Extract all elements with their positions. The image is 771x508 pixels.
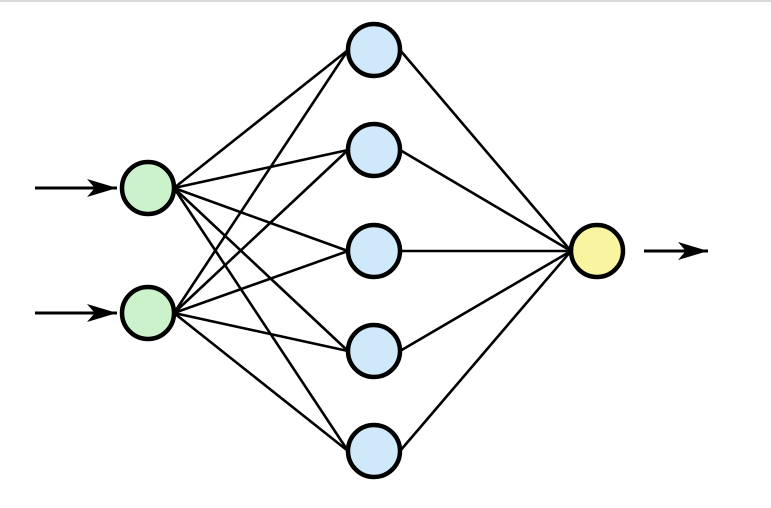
input-node-2 [119,284,177,342]
arrows-group [35,179,708,322]
hidden-node-4 [345,322,403,380]
nodes-group [119,21,626,480]
edge-i1-h4 [172,186,350,353]
hidden-node-2 [345,121,403,179]
edge-i1-h5 [172,186,350,453]
edge-i2-h3 [172,249,350,315]
edge-h1-o1 [398,48,573,253]
edge-i1-h1 [172,48,350,190]
hidden-node-1 [345,21,403,79]
output-node-1 [568,222,626,280]
edge-i1-h2 [172,148,350,190]
edge-h4-o1 [398,249,573,353]
edge-i2-h2 [172,148,350,315]
edge-h2-o1 [398,148,573,253]
edge-i1-h3 [172,186,350,253]
edge-h5-o1 [398,249,573,453]
hidden-node-5 [345,422,403,480]
edge-i2-h1 [172,48,350,315]
edge-i2-h5 [172,311,350,453]
input-node-1 [119,159,177,217]
hidden-node-3 [345,222,403,280]
edge-i2-h4 [172,311,350,353]
top-border-line [0,0,771,2]
edges-group [172,48,573,453]
